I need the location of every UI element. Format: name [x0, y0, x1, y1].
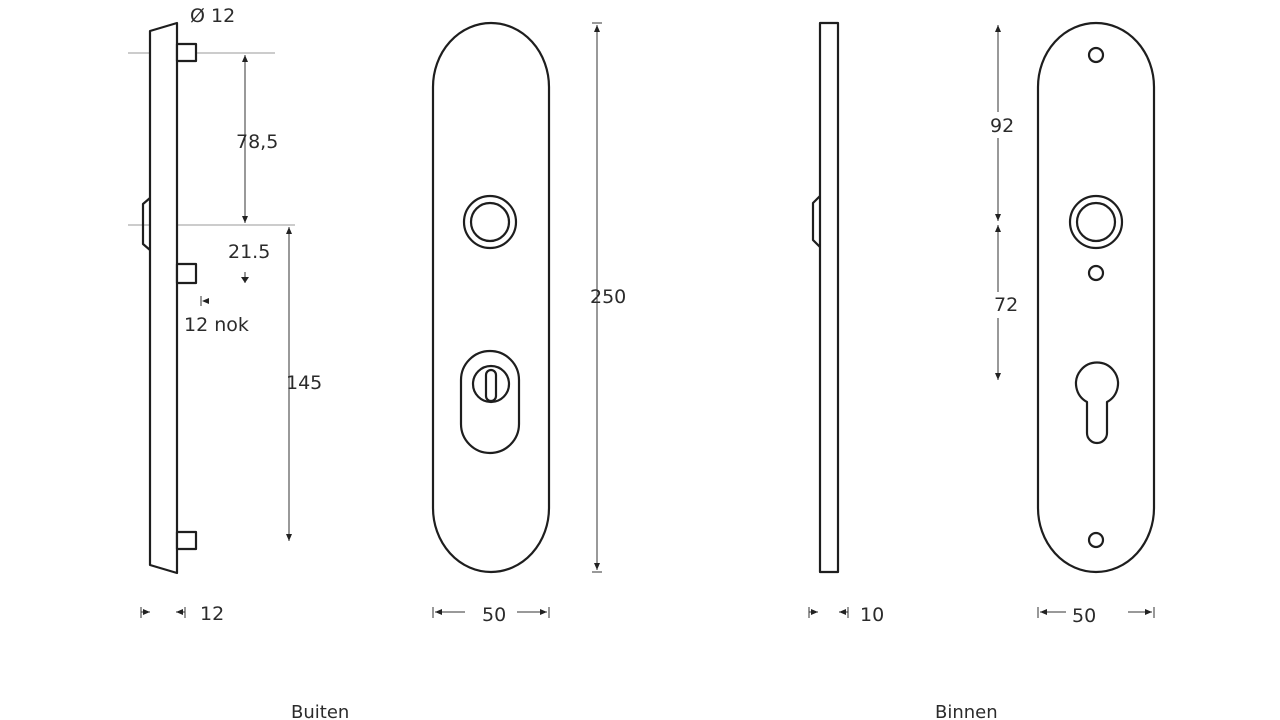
inner-plate-profile — [818, 21, 840, 574]
outer-plate-front — [431, 21, 551, 574]
cylinder-guard-ring — [471, 364, 511, 404]
dim-label-inner-upper: 92 — [990, 115, 1014, 137]
dim-label-offset: 21.5 — [228, 241, 270, 263]
mounting-stud-top — [175, 42, 198, 63]
inner-rose-boss — [811, 195, 821, 248]
dim-label-inner-depth: 10 — [860, 604, 884, 626]
dim-label-inner-lower: 72 — [994, 294, 1018, 316]
captions: Buiten Binnen — [291, 702, 998, 720]
mounting-stud-bottom — [175, 530, 198, 551]
inner-rose-inner — [1075, 201, 1117, 243]
mounting-stud-middle — [175, 262, 198, 285]
dim-arrow-offset — [241, 277, 249, 283]
screw-hole-top — [1087, 46, 1105, 64]
outer-rose-boss — [141, 197, 151, 251]
dim-label-width: 50 — [482, 604, 506, 626]
label-backing-lower — [988, 292, 1014, 318]
dim-label-upper-spacing: 78,5 — [236, 131, 278, 153]
outer-plate-profile — [148, 21, 179, 575]
inner-plate-front — [1036, 21, 1156, 574]
cylinder-guard — [459, 349, 521, 455]
outer-front-view: 250 50 — [431, 21, 626, 626]
dim-arrow-nub — [202, 298, 209, 304]
dim-label-nub: 12 nok — [184, 314, 249, 336]
outer-rose-inner — [469, 201, 511, 243]
spindle-hole — [1087, 264, 1105, 282]
profile-cylinder-hole — [1074, 361, 1120, 445]
outer-side-view: Ø 12 78,5 21.5 12 nok 145 12 — [128, 5, 322, 625]
dim-label-height: 250 — [590, 286, 626, 308]
label-backing-upper — [988, 112, 1014, 138]
caption-outer: Buiten — [291, 702, 349, 720]
dim-label-lower-spacing: 145 — [286, 372, 322, 394]
inner-front-view: 92 72 50 — [988, 21, 1156, 627]
diameter-label: Ø 12 — [190, 5, 235, 27]
dim-label-inner-width: 50 — [1072, 605, 1096, 627]
screw-hole-bottom — [1087, 531, 1105, 549]
dim-label-depth: 12 — [200, 603, 224, 625]
cylinder-keyhole — [484, 368, 498, 403]
caption-inner: Binnen — [935, 702, 998, 720]
inner-side-view: 10 — [808, 21, 884, 626]
inner-rose-ring — [1068, 194, 1124, 250]
outer-rose-ring — [462, 194, 518, 250]
